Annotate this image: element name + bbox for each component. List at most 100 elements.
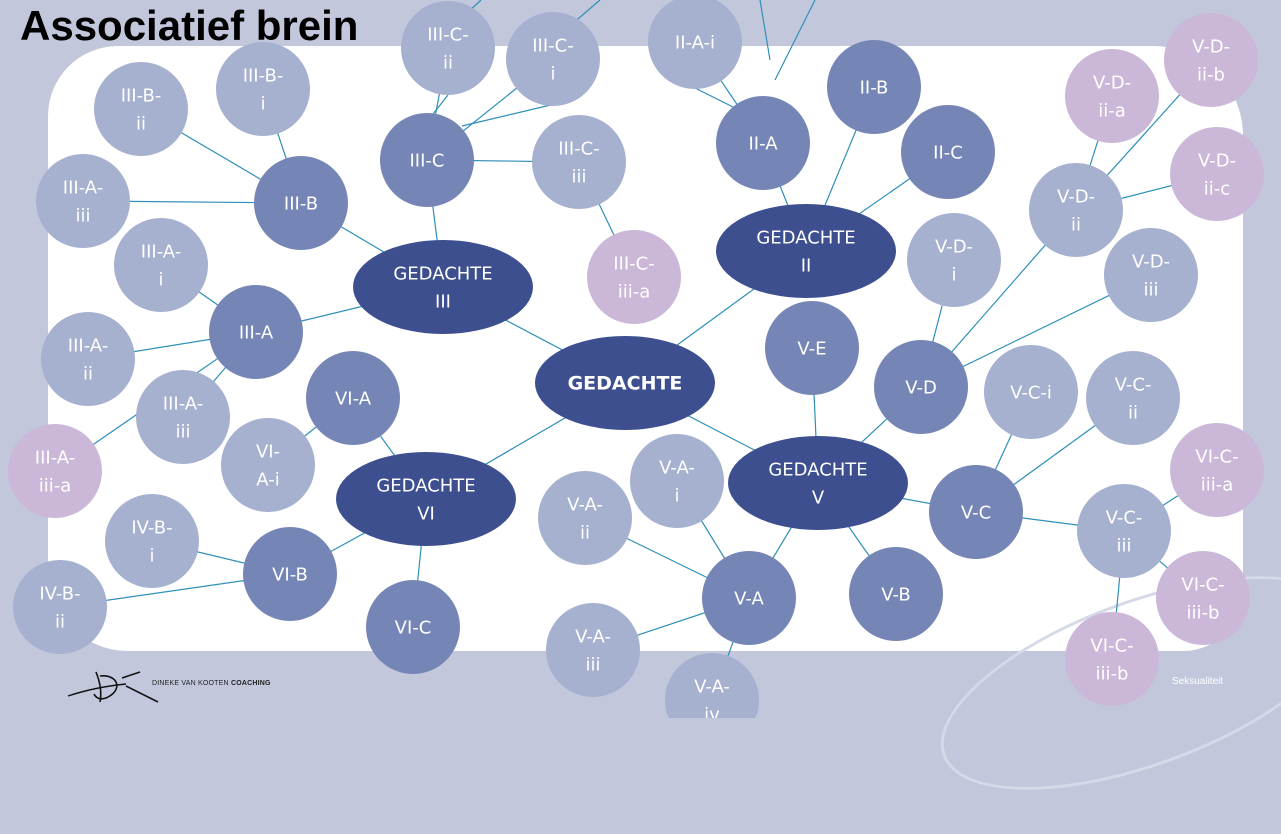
node-5Ai: V-A-i bbox=[630, 434, 724, 528]
node-2Ai-label: II-A-i bbox=[675, 32, 715, 53]
node-5Diii: V-D-iii bbox=[1104, 228, 1198, 322]
node-5Diib-label: V-D-ii-b bbox=[1192, 36, 1230, 85]
node-3Ci-shape bbox=[506, 12, 600, 106]
node-2C-shape bbox=[901, 105, 995, 199]
node-3Ciiia-label: III-C-iii-a bbox=[613, 253, 654, 302]
node-2A-label: II-A bbox=[748, 133, 778, 154]
node-g6-shape bbox=[336, 452, 516, 546]
node-5Cii-label: V-C-ii bbox=[1115, 374, 1152, 423]
node-3B: III-B bbox=[254, 156, 348, 250]
node-5A-label: V-A bbox=[734, 588, 764, 609]
node-3Ciiia: III-C-iii-a bbox=[587, 230, 681, 324]
node-3Aiiia-shape bbox=[8, 424, 102, 518]
node-6C-shape bbox=[366, 580, 460, 674]
node-5Aiv-shape bbox=[665, 653, 759, 718]
node-3B-shape bbox=[254, 156, 348, 250]
node-5Ciii-shape bbox=[1077, 484, 1171, 578]
node-3Aiiia: III-A-iii-a bbox=[8, 424, 102, 518]
node-6Ciiia: VI-C-iii-a bbox=[1170, 423, 1264, 517]
node-2C-label: II-C bbox=[933, 142, 963, 163]
node-5E: V-E bbox=[765, 301, 859, 395]
node-4Bi-shape bbox=[105, 494, 199, 588]
node-6B: VI-B bbox=[243, 527, 337, 621]
node-2A-shape bbox=[716, 96, 810, 190]
node-5Diia-label: V-D-ii-a bbox=[1093, 72, 1131, 121]
node-3Bi-shape bbox=[216, 42, 310, 136]
node-5Ciii: V-C-iii bbox=[1077, 484, 1171, 578]
node-4Bi: IV-B-i bbox=[105, 494, 199, 588]
node-3Bii-shape bbox=[94, 62, 188, 156]
node-5Dii-shape bbox=[1029, 163, 1123, 257]
node-6Ai: VI-A-i bbox=[221, 418, 315, 512]
node-4Bii-label: IV-B-ii bbox=[39, 583, 80, 632]
node-5Diii-label: V-D-iii bbox=[1132, 251, 1170, 300]
node-3Aiii-label: III-A-iii bbox=[63, 177, 103, 226]
node-2C: II-C bbox=[901, 105, 995, 199]
logo-text-plain: DINEKE VAN KOOTEN bbox=[152, 680, 229, 687]
node-2B-shape bbox=[827, 40, 921, 134]
node-5Ci-shape bbox=[984, 345, 1078, 439]
node-5Ai-label: V-A-i bbox=[659, 457, 695, 506]
node-2Ai: II-A-i bbox=[648, 0, 742, 89]
node-5D-label: V-D bbox=[905, 377, 937, 398]
node-5Diic-shape bbox=[1170, 127, 1264, 221]
node-3Cii-label: III-C-ii bbox=[427, 24, 468, 73]
node-5Aiv-label: V-A-iv bbox=[694, 676, 730, 718]
node-3B-label: III-B bbox=[284, 193, 318, 214]
node-5Cii-shape bbox=[1086, 351, 1180, 445]
node-2Ai-shape bbox=[648, 0, 742, 89]
node-6B-shape bbox=[243, 527, 337, 621]
node-3Ciii-shape bbox=[532, 115, 626, 209]
node-5Diia-shape bbox=[1065, 49, 1159, 143]
node-3Aiii2-shape bbox=[136, 370, 230, 464]
node-5Cii: V-C-ii bbox=[1086, 351, 1180, 445]
node-3Ai-shape bbox=[114, 218, 208, 312]
node-4Bi-label: IV-B-i bbox=[131, 517, 172, 566]
edge-offscreen-6 bbox=[461, 103, 556, 127]
node-5D-shape bbox=[874, 340, 968, 434]
node-6Ai-label: VI-A-i bbox=[256, 441, 280, 490]
node-6Ciiib: VI-C-iii-b bbox=[1156, 551, 1250, 645]
node-3C-label: III-C bbox=[410, 150, 445, 171]
node-5A: V-A bbox=[702, 551, 796, 645]
node-3Ai: III-A-i bbox=[114, 218, 208, 312]
node-3A: III-A bbox=[209, 285, 303, 379]
node-6Ciiib-shape bbox=[1156, 551, 1250, 645]
node-5Aii-shape bbox=[538, 471, 632, 565]
node-5A-shape bbox=[702, 551, 796, 645]
node-5Diic-label: V-D-ii-c bbox=[1198, 150, 1236, 199]
node-3Bi-label: III-B-i bbox=[243, 65, 284, 114]
node-5C-label: V-C bbox=[961, 502, 991, 523]
node-3Cii-shape bbox=[401, 1, 495, 95]
node-5Aii: V-A-ii bbox=[538, 471, 632, 565]
node-5Diib: V-D-ii-b bbox=[1164, 13, 1258, 107]
node-5C: V-C bbox=[929, 465, 1023, 559]
node-6Ciiia-shape bbox=[1170, 423, 1264, 517]
node-3Ciii-label: III-C-iii bbox=[558, 138, 599, 187]
node-center: GEDACHTE bbox=[535, 336, 715, 430]
edge-offscreen-4 bbox=[694, 87, 736, 109]
node-6Ciiib2: VI-C-iii-b bbox=[1065, 612, 1159, 706]
node-2B-label: II-B bbox=[860, 77, 889, 98]
node-5Di-shape bbox=[907, 213, 1001, 307]
node-6B-label: VI-B bbox=[272, 564, 308, 585]
node-5Diii-shape bbox=[1104, 228, 1198, 322]
logo-text: DINEKE VAN KOOTEN COACHING bbox=[152, 680, 271, 687]
node-5E-label: V-E bbox=[797, 338, 826, 359]
edge-offscreen-2 bbox=[759, 0, 771, 61]
node-2B: II-B bbox=[827, 40, 921, 134]
node-5B-label: V-B bbox=[881, 584, 910, 605]
node-3C: III-C bbox=[380, 113, 474, 207]
node-3Bii: III-B-ii bbox=[94, 62, 188, 156]
node-2A: II-A bbox=[716, 96, 810, 190]
node-6A-label: VI-A bbox=[335, 388, 372, 409]
node-3Aiii2: III-A-iii bbox=[136, 370, 230, 464]
